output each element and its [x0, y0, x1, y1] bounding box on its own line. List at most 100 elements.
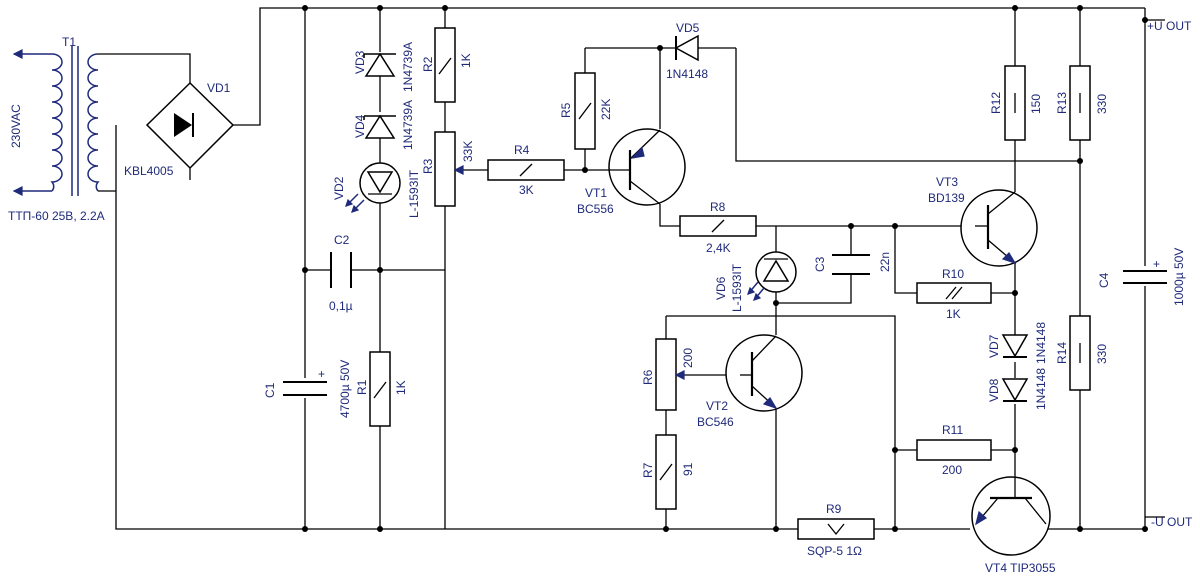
r2-value: 1K	[459, 53, 473, 68]
t1-type-label: ТТП-60 25В, 2.2А	[8, 209, 105, 223]
resistor-r2	[434, 27, 456, 103]
resistor-r9	[797, 518, 875, 540]
u-out-positive-label: +U OUT	[1147, 19, 1192, 33]
vd8-type-label: 1N4148	[1034, 368, 1048, 410]
capacitor-c4	[1122, 266, 1168, 286]
vd2-label: VD2	[332, 176, 346, 200]
vd1-label: VD1	[207, 81, 231, 95]
vd6-type-label: L-1593IT	[730, 263, 744, 312]
resistor-r11	[916, 439, 992, 461]
vd4-label: VD4	[353, 114, 367, 138]
capacitor-c3	[832, 254, 870, 275]
r1-label: R1	[355, 379, 369, 395]
vd8-label: VD8	[987, 378, 1001, 402]
r12-value: 150	[1029, 94, 1043, 114]
vt3-type-label: BD139	[928, 191, 965, 205]
transformer-t1	[12, 46, 191, 196]
c3-label: C3	[813, 256, 827, 272]
r8-label: R8	[710, 200, 726, 214]
resistor-r13	[1069, 65, 1091, 141]
r5-label: R5	[559, 102, 573, 118]
r6-label: R6	[641, 369, 655, 385]
r7-label: R7	[641, 462, 655, 478]
c2-value: 0,1µ	[329, 299, 353, 313]
resistor-r5	[574, 72, 596, 150]
vd2-type-label: L-1593IT	[407, 169, 421, 218]
resistor-r1	[369, 351, 391, 427]
resistor-r12	[1004, 65, 1026, 141]
led-vd6	[747, 226, 797, 301]
u-out-negative-label: -U OUT	[1151, 515, 1193, 529]
c4-plus: +	[1153, 257, 1160, 271]
r11-value: 200	[942, 463, 962, 477]
r9-label: R9	[826, 502, 842, 516]
vd5-type-label: 1N4148	[666, 67, 708, 81]
r14-label: R14	[1055, 342, 1069, 364]
vd5-label: VD5	[676, 21, 700, 35]
r8-value: 2,4K	[706, 241, 731, 255]
potentiometer-r6	[655, 338, 685, 411]
transistor-vt2	[725, 334, 803, 412]
r2-label: R2	[421, 56, 435, 72]
c3-value: 22n	[878, 252, 892, 272]
c4-value: 1000µ 50V	[1172, 248, 1186, 306]
r10-value: 1K	[946, 307, 961, 321]
r1-value: 1K	[394, 380, 408, 395]
vt3-label: VT3	[936, 175, 958, 189]
r7-value: 91	[681, 462, 695, 476]
c1-label: C1	[263, 382, 277, 398]
junctions	[302, 5, 1148, 532]
vd1-type-label: KBL4005	[124, 164, 174, 178]
wires	[115, 7, 1165, 530]
diode-vd8	[1001, 378, 1029, 402]
c1-value: 4700µ 50V	[338, 360, 352, 418]
vd4-type-label: 1N4739A	[401, 100, 415, 150]
vt2-type-label: BC546	[697, 415, 734, 429]
resistor-r14	[1069, 315, 1091, 391]
resistor-r7	[655, 434, 677, 510]
r5-value: 22K	[599, 99, 613, 120]
transistor-vt1	[608, 128, 686, 206]
vt2-label: VT2	[706, 399, 728, 413]
r13-value: 330	[1095, 94, 1109, 114]
r10-label: R10	[942, 267, 964, 281]
t1-label: T1	[62, 35, 76, 49]
r3-label: R3	[421, 158, 435, 174]
diode-vd5	[674, 34, 699, 62]
transistor-vt4	[971, 476, 1051, 556]
r11-label: R11	[942, 423, 963, 437]
vac-label: 230VAC	[9, 104, 23, 148]
bridge-vd1	[145, 81, 235, 180]
vd7-label: VD7	[987, 334, 1001, 358]
r3-value: 33K	[461, 141, 475, 162]
resistor-r8	[679, 215, 757, 237]
vd3-label: VD3	[353, 50, 367, 74]
r4-value: 3K	[519, 183, 534, 197]
zener-vd3	[360, 52, 400, 77]
transistor-vt3	[960, 189, 1038, 267]
resistor-r10	[916, 282, 992, 304]
c1-plus: +	[318, 367, 325, 381]
diode-vd7	[1001, 334, 1029, 358]
led-vd2	[345, 162, 401, 213]
zener-vd4	[360, 112, 400, 139]
capacitor-c2	[330, 252, 352, 288]
r14-value: 330	[1095, 344, 1109, 364]
r9-value: SQP-5 1Ω	[807, 544, 862, 558]
r12-label: R12	[989, 92, 1003, 114]
c4-label: C4	[1097, 272, 1111, 288]
r6-value: 200	[681, 348, 695, 368]
vd7-type-label: 1N4148	[1034, 322, 1048, 364]
capacitor-c1	[282, 378, 328, 398]
potentiometer-r3	[434, 131, 464, 207]
vt1-type-label: BC556	[577, 202, 614, 216]
r13-label: R13	[1055, 92, 1069, 114]
vd6-label: VD6	[714, 276, 728, 300]
resistor-r4	[487, 159, 565, 181]
c2-label: C2	[334, 233, 350, 247]
vd3-type-label: 1N4739A	[401, 42, 415, 92]
vt4-label: VT4 TIP3055	[985, 561, 1056, 575]
vt1-label: VT1	[585, 186, 607, 200]
r4-label: R4	[514, 143, 530, 157]
